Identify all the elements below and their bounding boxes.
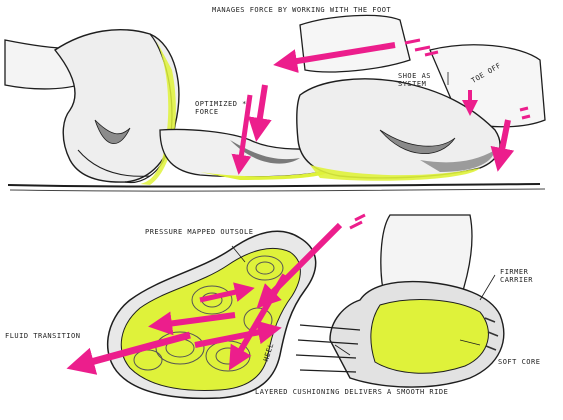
heel-section-sketch (295, 214, 505, 388)
middle-shoe-sketch (159, 128, 331, 180)
note-manages-force: MANAGES FORCE BY WORKING WITH THE FOOT (212, 6, 392, 14)
force-arrows-bottom (66, 213, 366, 375)
note-pressure-mapped: PRESSURE MAPPED OUTSOLE (145, 228, 254, 236)
force-arrows-top (231, 38, 531, 175)
left-shoe-sketch (4, 29, 180, 185)
note-shoe-as-system: SHOE AS SYSTEM (398, 72, 432, 89)
note-firmer-carrier: FIRMER CARRIER (500, 268, 534, 285)
callout-leaders (231, 72, 496, 356)
ground-line (7, 183, 546, 192)
outsole-sketch (106, 230, 317, 400)
note-layered-cushioning: LAYERED CUSHIONING DELIVERS A SMOOTH RID… (255, 388, 449, 396)
note-soft-core: SOFT CORE (498, 358, 541, 366)
note-fluid-transition: FLUID TRANSITION (5, 332, 81, 340)
right-shoe-sketch (295, 14, 546, 181)
note-optimized-force: OPTIMIZED * FORCE (195, 100, 247, 117)
